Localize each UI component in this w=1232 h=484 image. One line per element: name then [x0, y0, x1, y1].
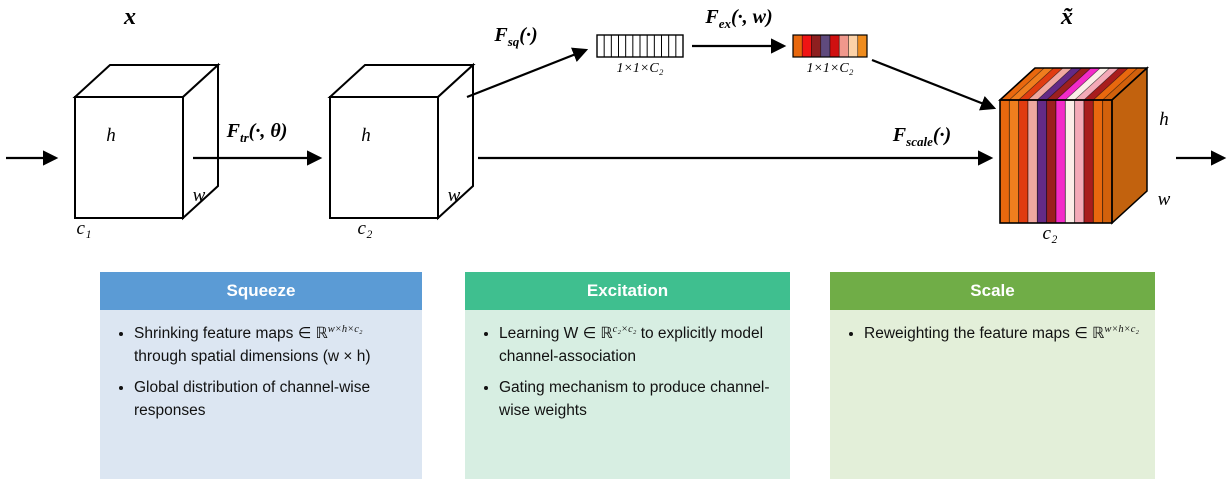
squeeze-panel-body: Shrinking feature maps ∈ ℝw×h×c₂ through…	[100, 310, 422, 479]
fex-label: Fex(·, w)	[686, 6, 792, 31]
output-cube-height-label: h	[1159, 109, 1169, 130]
fex-args: (·, w)	[730, 6, 773, 28]
real-set-symbol: ℝ	[600, 324, 613, 343]
superscript-dims: w×h×c₂	[1104, 324, 1140, 335]
fscale-symbol: F	[892, 124, 907, 146]
ftr-symbol: F	[226, 120, 240, 142]
excitation-panel-header: Excitation	[465, 272, 790, 310]
bullet-item: Reweighting the feature maps ∈ ℝw×h×c₂	[864, 322, 1141, 346]
fex-subscript: ex	[718, 16, 731, 31]
ftr-args: (·, θ)	[248, 120, 288, 142]
scale-panel-header: Scale	[830, 272, 1155, 310]
output-cube-width-label: w	[1157, 189, 1171, 210]
fsq-arrow	[466, 47, 589, 99]
flow-diagram	[6, 34, 1227, 225]
cube-x	[72, 62, 221, 221]
scale-panel: Scale Reweighting the feature maps ∈ ℝw×…	[830, 272, 1155, 479]
bullet-item: Global distribution of channel-wise resp…	[134, 377, 408, 422]
excitation-panel-title: Excitation	[586, 281, 669, 300]
bullet-text: Global distribution of channel-wise resp…	[134, 379, 371, 419]
bullet-text: Shrinking feature maps ∈	[134, 325, 316, 343]
scale-panel-body: Reweighting the feature maps ∈ ℝw×h×c₂	[830, 310, 1155, 479]
x-tilde-label: x̃	[1061, 4, 1073, 30]
scale-panel-title: Scale	[970, 281, 1015, 300]
real-set-symbol: ℝ	[315, 324, 328, 343]
fsq-subscript: sq	[507, 34, 520, 49]
squeeze-panel-header: Squeeze	[100, 272, 422, 310]
fsq-args: (·)	[519, 24, 538, 46]
cube-u-height-label: h	[361, 125, 371, 146]
bullet-text: to explicitly model channel-association	[499, 325, 764, 365]
ftr-label: Ftr(·, θ)	[188, 120, 326, 145]
excitation-to-output-arrow	[871, 58, 997, 111]
output-cube	[997, 66, 1150, 225]
fscale-args: (·)	[932, 124, 952, 146]
ftr-subscript: tr	[239, 130, 249, 145]
squeeze-bullet-list: Shrinking feature maps ∈ ℝw×h×c₂ through…	[110, 322, 408, 422]
bullet-text: Reweighting the feature maps ∈	[864, 325, 1093, 343]
superscript-dims: c₂×c₂	[612, 324, 637, 335]
real-set-symbol: ℝ	[1092, 324, 1105, 343]
bullet-item: Learning W ∈ ℝc₂×c₂ to explicitly model …	[499, 322, 776, 368]
fsq-symbol: F	[494, 24, 508, 46]
bullet-item: Gating mechanism to produce channel-wise…	[499, 377, 776, 422]
excitation-panel: Excitation Learning W ∈ ℝc₂×c₂ to explic…	[465, 272, 790, 479]
cube-u	[327, 62, 476, 221]
squeeze-panel: Squeeze Shrinking feature maps ∈ ℝw×h×c₂…	[100, 272, 422, 479]
cube-x-height-label: h	[106, 125, 116, 146]
cube-u-channels-label: c₂	[357, 218, 373, 239]
fscale-subscript: scale	[906, 134, 933, 149]
superscript-dims: w×h×c₂	[327, 324, 363, 335]
excitation-vector	[792, 34, 868, 58]
bullet-item: Shrinking feature maps ∈ ℝw×h×c₂ through…	[134, 322, 408, 368]
fscale-label: Fscale(·)	[854, 124, 990, 149]
bullet-text: Learning W ∈	[499, 325, 601, 343]
squeeze-vector	[596, 34, 684, 58]
excitation-panel-body: Learning W ∈ ℝc₂×c₂ to explicitly model …	[465, 310, 790, 479]
cube-x-width-label: w	[192, 185, 206, 206]
cube-x-channels-label: c₁	[76, 218, 92, 239]
output-cube-channels-label: c₂	[1042, 223, 1058, 244]
excitation-vector-label: 1×1×C₂	[806, 61, 854, 76]
cube-u-width-label: w	[447, 185, 461, 206]
fex-symbol: F	[705, 6, 719, 28]
bullet-text: Gating mechanism to produce channel-wise…	[499, 379, 770, 419]
fsq-label: Fsq(·)	[460, 24, 572, 49]
squeeze-panel-title: Squeeze	[226, 281, 296, 300]
x-label: x	[124, 4, 136, 30]
scale-bullet-list: Reweighting the feature maps ∈ ℝw×h×c₂	[840, 322, 1141, 346]
excitation-bullet-list: Learning W ∈ ℝc₂×c₂ to explicitly model …	[475, 322, 776, 422]
bullet-text: through spatial dimensions (w × h)	[134, 347, 371, 365]
squeeze-vector-label: 1×1×C₂	[616, 61, 664, 76]
